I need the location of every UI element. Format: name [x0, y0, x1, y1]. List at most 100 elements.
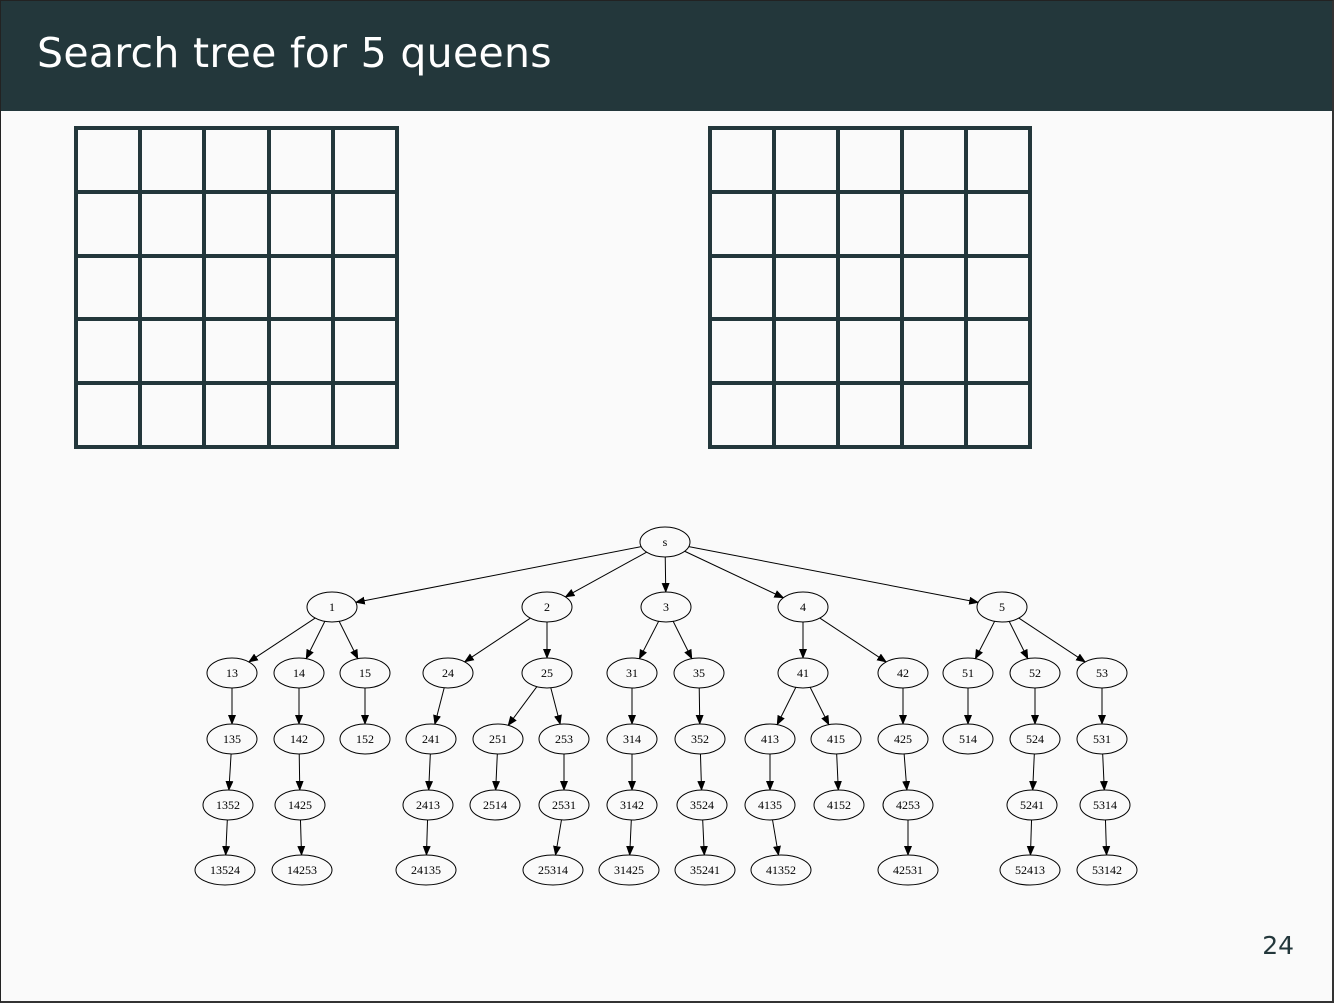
tree-edge-142-1425: [295, 753, 304, 792]
board-cell: [204, 255, 269, 320]
board-cell: [76, 383, 141, 447]
board-cell: [268, 128, 333, 192]
tree-edge-3524-35241: [699, 819, 708, 857]
tree-node-label: 35241: [690, 863, 720, 877]
tree-node-label: 425: [894, 732, 912, 746]
tree-edge-4-42: [819, 617, 888, 663]
tree-node-314: 314: [606, 723, 658, 755]
tree-node-413: 413: [744, 723, 796, 755]
board-cell: [204, 319, 269, 384]
board-cell: [966, 255, 1030, 320]
tree-node-42531: 42531: [877, 854, 939, 886]
tree-node-ellipse: [206, 657, 258, 689]
tree-node-14253: 14253: [271, 854, 333, 886]
board-cell: [332, 128, 397, 192]
tree-node-ellipse: [674, 723, 726, 755]
tree-node-152: 152: [339, 723, 391, 755]
tree-edge-352-3524: [697, 753, 706, 792]
tree-edge-3-35: [672, 621, 693, 660]
board-cell: [774, 319, 838, 384]
tree-edge-425-4253: [902, 753, 911, 792]
tree-node-4253: 4253: [882, 789, 934, 821]
tree-node-ellipse: [1006, 789, 1058, 821]
tree-edge-2531-25314: [553, 819, 562, 857]
tree-node-35241: 35241: [674, 854, 736, 886]
tree-edge-4135-41352: [772, 819, 781, 857]
tree-node-ellipse: [306, 591, 358, 623]
tree-node-ellipse: [606, 723, 658, 755]
tree-node-ellipse: [521, 657, 573, 689]
tree-node-label: 1352: [216, 798, 240, 812]
tree-node-ellipse: [339, 723, 391, 755]
board-cell: [838, 255, 902, 320]
slide-title: Search tree for 5 queens: [37, 29, 552, 77]
board-cell: [902, 319, 966, 384]
tree-node-label: 3524: [690, 798, 714, 812]
tree-node-ellipse: [402, 789, 454, 821]
tree-node-1425: 1425: [274, 789, 326, 821]
chessboard-right: [708, 126, 1032, 449]
tree-node-label: 25: [541, 666, 553, 680]
tree-node-ellipse: [606, 657, 658, 689]
board-cell: [902, 255, 966, 320]
tree-node-42: 42: [877, 657, 929, 689]
tree-node-53142: 53142: [1076, 854, 1138, 886]
tree-node-ellipse: [1076, 854, 1138, 886]
tree-node-24135: 24135: [395, 854, 457, 886]
tree-node-label: 35: [693, 666, 705, 680]
board-cell: [140, 128, 205, 192]
tree-node-ellipse: [1009, 723, 1061, 755]
tree-edge-1425-14253: [297, 819, 306, 857]
tree-node-ellipse: [877, 723, 929, 755]
tree-node-ellipse: [744, 789, 796, 821]
board-cell: [902, 128, 966, 192]
tree-node-2: 2: [521, 591, 573, 623]
tree-node-251: 251: [472, 723, 524, 755]
tree-node-41352: 41352: [750, 854, 812, 886]
tree-node-label: 41: [797, 666, 809, 680]
tree-node-label: 524: [1026, 732, 1044, 746]
board-cell: [966, 319, 1030, 384]
board-cell: [838, 191, 902, 256]
tree-node-label: 4152: [827, 798, 851, 812]
tree-edge-3-31: [638, 621, 660, 660]
tree-node-352: 352: [674, 723, 726, 755]
tree-edge-135-1352: [225, 753, 234, 792]
tree-node-4: 4: [777, 591, 829, 623]
tree-node-label: 531: [1093, 732, 1111, 746]
tree-node-label: 2: [544, 600, 550, 614]
board-cell: [268, 191, 333, 256]
tree-edge-3142-31425: [626, 819, 635, 857]
board-cell: [204, 383, 269, 447]
tree-edge-25-253: [550, 687, 562, 726]
tree-edge-1-14: [305, 621, 326, 660]
board-cell: [332, 191, 397, 256]
tree-node-142: 142: [273, 723, 325, 755]
tree-edge-241-2413: [425, 753, 434, 792]
tree-edge-s-1: [354, 546, 642, 605]
tree-node-ellipse: [538, 789, 590, 821]
tree-node-label: 53: [1096, 666, 1108, 680]
tree-node-label: 1: [329, 600, 335, 614]
board-cell: [710, 383, 774, 447]
tree-node-3524: 3524: [676, 789, 728, 821]
tree-node-ellipse: [206, 723, 258, 755]
board-cell: [76, 319, 141, 384]
board-cell: [774, 128, 838, 192]
tree-node-label: 41352: [766, 863, 796, 877]
tree-node-524: 524: [1009, 723, 1061, 755]
board-cell: [710, 255, 774, 320]
board-cell: [268, 383, 333, 447]
slide-header: Search tree for 5 queens: [1, 1, 1332, 111]
tree-node-ellipse: [976, 591, 1028, 623]
tree-node-241: 241: [405, 723, 457, 755]
tree-edge-s-2: [564, 551, 647, 598]
tree-edge-25-251: [507, 686, 538, 727]
tree-edge-2-24: [463, 617, 531, 663]
tree-node-label: 42531: [893, 863, 923, 877]
tree-node-label: 13: [226, 666, 238, 680]
tree-node-5314: 5314: [1079, 789, 1131, 821]
tree-node-s: s: [639, 526, 691, 558]
tree-node-3: 3: [640, 591, 692, 623]
